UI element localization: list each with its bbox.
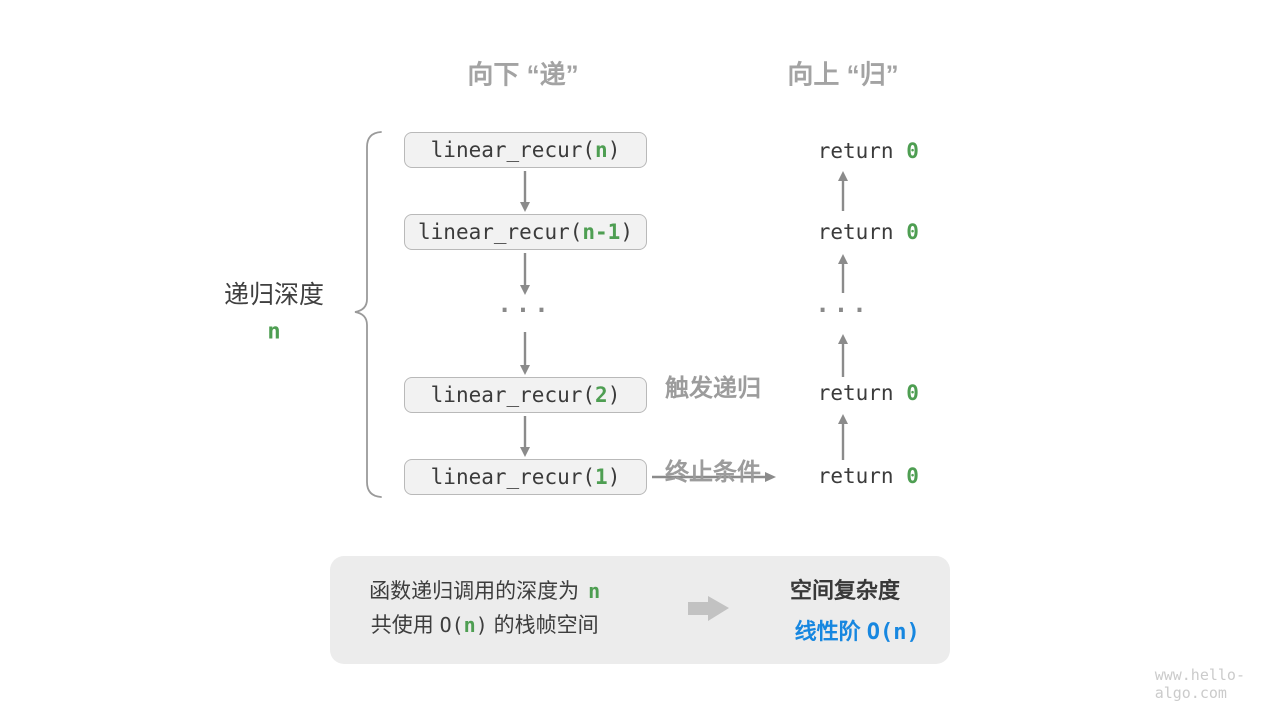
function-close: )	[620, 220, 633, 244]
summary-line2-post: 的栈帧空间	[487, 614, 599, 637]
return-value: 0	[906, 381, 919, 405]
down-arrow-2	[520, 253, 530, 295]
result-notation: O(n)	[866, 620, 920, 645]
return-value: 0	[906, 139, 919, 163]
return-statement-1: return 0	[767, 115, 919, 187]
function-name: linear_recur(	[430, 138, 596, 162]
function-close: )	[607, 138, 621, 162]
summary-line1-text: 函数递归调用的深度为	[369, 580, 580, 603]
summary-line1-highlight: n	[588, 579, 601, 603]
function-name: linear_recur(	[430, 383, 596, 407]
result-label: 线性阶	[794, 619, 867, 644]
summary-line2-pre: 共使用	[370, 614, 440, 637]
down-arrow-4	[520, 416, 530, 457]
summary-line2-highlight: n	[463, 613, 476, 637]
summary-line-2: 共使用 O(n) 的栈帧空间	[347, 585, 599, 663]
down-arrow-1	[520, 171, 530, 212]
summary-line2-code-close: )	[475, 613, 488, 637]
summary-line2-code-open: O(	[439, 613, 464, 637]
depth-brace	[354, 131, 382, 498]
return-statement-4: return 0	[767, 440, 919, 512]
return-keyword: return	[817, 381, 907, 405]
return-statement-2: return 0	[767, 196, 919, 268]
function-close: )	[607, 383, 621, 407]
function-arg: n-1	[582, 220, 621, 244]
down-arrow-3	[520, 332, 530, 375]
function-arg: 1	[595, 465, 608, 489]
function-name: linear_recur(	[418, 220, 583, 244]
header-ascend: 向上 “归”	[787, 59, 899, 90]
return-column-ellipsis: ...	[815, 290, 871, 318]
call-frame-2: linear_recur(2)	[404, 377, 647, 413]
function-close: )	[607, 465, 621, 489]
summary-line-1: 函数递归调用的深度为 n	[346, 551, 600, 629]
base-case-label: 触发递归 终止条件	[665, 319, 761, 543]
return-keyword: return	[817, 139, 907, 163]
function-arg: n	[595, 138, 608, 162]
base-case-label-line2: 终止条件	[665, 459, 761, 486]
return-statement-3: return 0	[767, 357, 919, 429]
call-column-ellipsis: ...	[497, 290, 553, 318]
watermark: www.hello-algo.com	[1154, 666, 1245, 702]
header-descend: 向下 “递”	[467, 59, 579, 90]
space-complexity-title: 空间复杂度	[789, 578, 901, 603]
recursion-depth-value: n	[267, 319, 281, 345]
call-frame-1: linear_recur(1)	[404, 459, 647, 495]
call-frame-n-1: linear_recur(n-1)	[404, 214, 647, 250]
summary-panel	[330, 556, 950, 664]
base-case-label-line1: 触发递归	[665, 375, 761, 402]
return-keyword: return	[817, 464, 907, 488]
return-value: 0	[906, 464, 919, 488]
call-frame-n: linear_recur(n)	[404, 132, 647, 168]
function-name: linear_recur(	[430, 465, 596, 489]
return-keyword: return	[817, 220, 907, 244]
function-arg: 2	[595, 383, 608, 407]
space-complexity-result: 线性阶 O(n)	[770, 588, 920, 672]
recursion-depth-label: 递归深度	[223, 281, 325, 309]
return-value: 0	[906, 220, 919, 244]
